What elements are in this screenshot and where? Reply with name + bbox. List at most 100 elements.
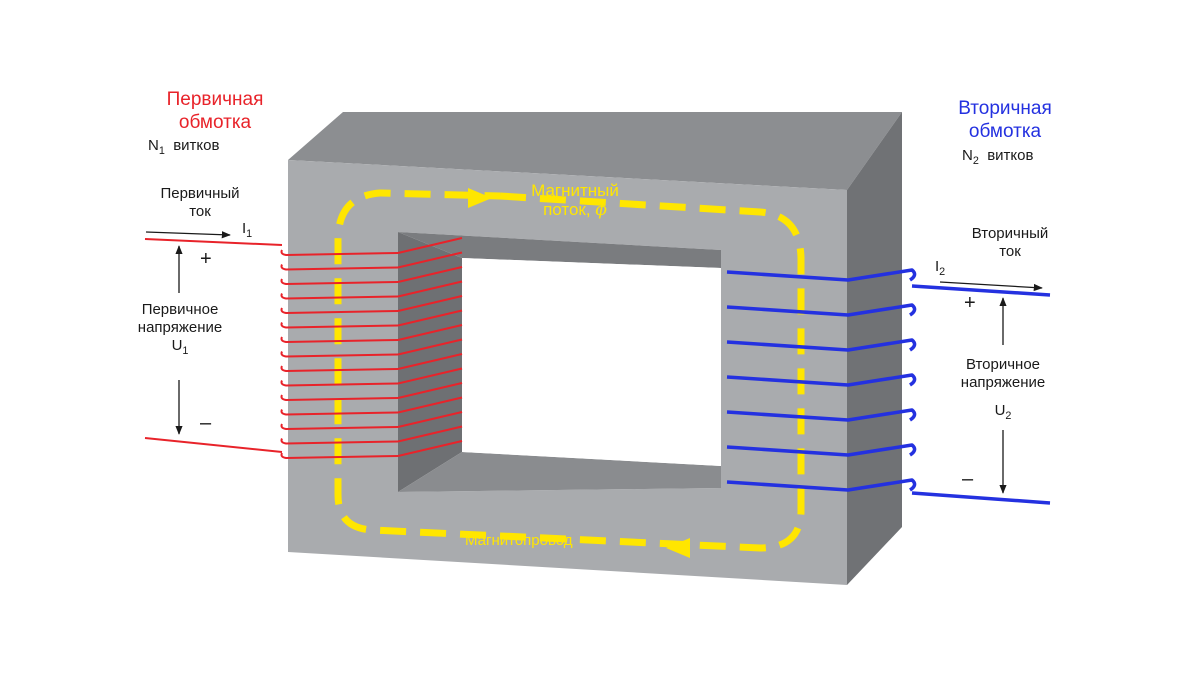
- primary-coil-turn-side: [397, 324, 463, 341]
- magnetic-core: [288, 112, 902, 585]
- secondary-current-line1: Вторичный: [971, 225, 1049, 242]
- primary-title-line1: Первичная: [166, 89, 264, 110]
- primary-coil-turn: [280, 351, 399, 358]
- secondary-voltage-subscript: 2: [1005, 409, 1012, 422]
- primary-coil-turn-side: [397, 353, 463, 370]
- primary-lead-top: [144, 238, 283, 246]
- primary-current-subscript: 1: [246, 227, 253, 240]
- secondary-voltage-line2: напряжение: [960, 374, 1046, 391]
- secondary-leads: [911, 284, 1051, 505]
- primary-turns-word: витков: [173, 137, 220, 154]
- primary-voltage-line1: Первичное: [141, 301, 219, 318]
- primary-current-line2: ток: [189, 203, 211, 220]
- secondary-minus-sign: –: [962, 468, 974, 490]
- core-window-opening: [462, 258, 721, 466]
- primary-title-line2: обмотка: [178, 112, 252, 133]
- primary-coil-turn-side: [397, 280, 463, 298]
- primary-coil-turn: [280, 264, 399, 271]
- secondary-winding-title: Вторичная обмотка: [925, 97, 1085, 143]
- primary-voltage-label: Первичное напряжение U1: [110, 301, 250, 357]
- primary-coil-turn: [280, 394, 399, 402]
- secondary-coil-turn: [726, 373, 917, 387]
- primary-coil-turn-side: [397, 382, 463, 399]
- secondary-voltage-line1: Вторичное: [965, 356, 1041, 373]
- primary-coil-turn: [280, 278, 399, 286]
- primary-plus-sign: +: [200, 248, 212, 270]
- primary-voltage-line2: напряжение: [137, 319, 223, 336]
- primary-turns-subscript: 1: [158, 144, 165, 157]
- primary-coil-turn-side: [397, 338, 463, 356]
- primary-current-arrow: [145, 231, 231, 239]
- primary-coil-turn: [280, 307, 399, 315]
- primary-coil-turn: [280, 452, 399, 460]
- primary-coil-turn: [280, 336, 399, 344]
- secondary-plus-sign: +: [964, 292, 976, 314]
- primary-voltage-symbol: U: [171, 337, 183, 354]
- secondary-turns-label: N2 витков: [962, 147, 1033, 167]
- secondary-current-line2: ток: [999, 243, 1021, 260]
- secondary-winding: [726, 268, 917, 492]
- core-window-bottom-wall: [398, 452, 721, 492]
- flux-arrow-top: [468, 188, 492, 208]
- primary-coil-turn-side: [397, 237, 463, 254]
- primary-coil-turn-side: [397, 309, 463, 327]
- secondary-voltage-symbol: U: [994, 402, 1006, 419]
- secondary-coil-turn: [726, 303, 917, 317]
- secondary-coil-turn: [726, 478, 917, 492]
- primary-coil-turn-side: [397, 411, 463, 428]
- core-top-face: [288, 112, 902, 190]
- primary-coil-turn: [280, 322, 399, 329]
- core-window-top-wall: [398, 232, 721, 268]
- secondary-turns-symbol: N: [962, 147, 973, 164]
- flux-dashed-loop: [334, 189, 805, 552]
- primary-coil-turn-side: [397, 266, 463, 283]
- secondary-coil-turn: [726, 443, 917, 457]
- secondary-lead-bottom: [911, 491, 1051, 505]
- primary-lead-bottom: [144, 437, 283, 453]
- primary-coil-turn-side: [397, 295, 463, 312]
- secondary-voltage-label: Вторичное напряжение U2: [928, 356, 1078, 422]
- secondary-turns-subscript: 2: [972, 154, 979, 167]
- flux-symbol: ϕ: [595, 200, 607, 220]
- primary-coil-turn: [280, 293, 399, 300]
- secondary-coil-turn: [726, 268, 917, 282]
- primary-voltage-subscript: 1: [182, 344, 189, 357]
- flux-arrow-bottom: [666, 538, 690, 558]
- secondary-current-arrow: [939, 281, 1043, 292]
- primary-winding: [280, 237, 463, 460]
- primary-minus-sign: –: [200, 412, 212, 434]
- secondary-title-line1: Вторичная: [958, 98, 1052, 119]
- secondary-lead-top: [911, 284, 1051, 297]
- flux-label-line1: Магнитный: [531, 181, 619, 200]
- primary-coil-turn: [280, 409, 399, 416]
- primary-coil-turn: [280, 365, 399, 373]
- flux-label: Магнитный поток, ϕ: [490, 181, 660, 220]
- secondary-current-symbol: I2: [935, 258, 946, 278]
- secondary-title-line2: обмотка: [968, 121, 1042, 142]
- primary-coil-turn: [280, 249, 399, 257]
- core-label: Магнитопровод: [465, 532, 573, 549]
- primary-winding-title: Первичная обмотка: [135, 88, 295, 134]
- secondary-current-letter: I: [935, 258, 940, 275]
- core-side-face: [847, 112, 902, 585]
- secondary-coil-turn: [726, 338, 917, 352]
- primary-current-symbol: I1: [242, 220, 253, 240]
- primary-coil-turn-side: [397, 440, 463, 457]
- primary-coil-turn-side: [397, 396, 463, 414]
- primary-leads: [144, 238, 283, 453]
- secondary-current-label: Вторичный ток: [945, 225, 1075, 261]
- primary-current-line1: Первичный: [160, 185, 240, 202]
- primary-current-label: Первичный ток: [135, 185, 265, 221]
- primary-coil-turn: [280, 423, 399, 431]
- primary-coil-turn-side: [397, 425, 463, 443]
- primary-current-letter: I: [242, 220, 247, 237]
- secondary-coil-turn: [726, 408, 917, 422]
- secondary-current-subscript: 2: [939, 265, 946, 278]
- primary-turns-symbol: N: [148, 137, 159, 154]
- flux-label-line2: поток,: [543, 200, 591, 219]
- primary-coil-turn: [280, 438, 399, 445]
- primary-coil-turn: [280, 380, 399, 387]
- primary-turns-label: N1 витков: [148, 137, 220, 157]
- primary-coil-turn-side: [397, 251, 463, 269]
